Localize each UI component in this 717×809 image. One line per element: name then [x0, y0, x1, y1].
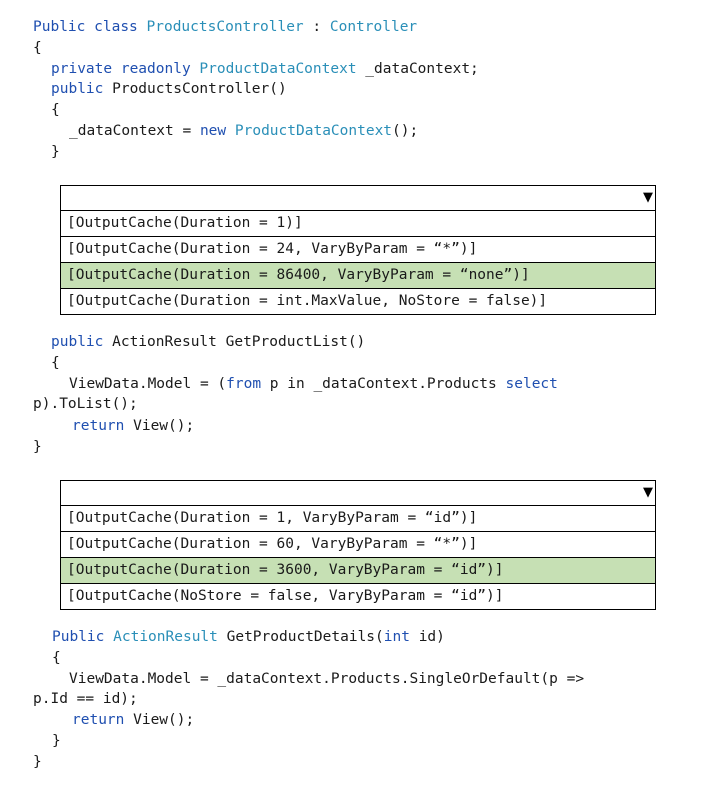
- code-line-return: return View();: [72, 416, 194, 436]
- keyword: int: [383, 629, 410, 645]
- attribute-dropdown-1[interactable]: ▼ [OutputCache(Duration = 1)] [OutputCac…: [60, 185, 656, 315]
- code-line-brace: }: [33, 439, 42, 455]
- code-text: id): [409, 629, 445, 645]
- code-line-field-decl: private readonly ProductDataContext _dat…: [51, 59, 479, 79]
- type-name: ActionResult: [113, 629, 218, 645]
- code-line-return: return View();: [72, 710, 194, 730]
- keyword: new: [199, 123, 227, 139]
- code-line-brace: {: [51, 355, 60, 371]
- code-line-linq: ViewData.Model = (from p in _dataContext…: [69, 374, 558, 394]
- code-line-brace: {: [51, 102, 60, 118]
- code-text: ProductsController(): [103, 81, 287, 97]
- dropdown-arrow-icon[interactable]: ▼: [643, 485, 653, 500]
- code-line-method-decl: Public ActionResult GetProductDetails(in…: [52, 627, 445, 647]
- code-text: ActionResult GetProductList(): [103, 334, 366, 350]
- dropdown-option[interactable]: [OutputCache(Duration = 24, VaryByParam …: [61, 237, 655, 263]
- dropdown-selected-box[interactable]: ▼: [61, 481, 655, 506]
- code-text: _dataContext;: [356, 61, 479, 77]
- code-line-brace: }: [33, 754, 42, 770]
- dropdown-option[interactable]: [OutputCache(NoStore = false, VaryByPara…: [67, 588, 504, 604]
- keyword: readonly: [120, 61, 191, 77]
- dropdown-option[interactable]: [OutputCache(Duration = 1)]: [61, 211, 655, 237]
- keyword: class: [94, 19, 138, 35]
- code-text: GetProductDetails(: [217, 629, 384, 645]
- code-line-assignment: _dataContext = new ProductDataContext();: [69, 121, 418, 141]
- keyword: public: [51, 334, 104, 350]
- dropdown-option[interactable]: [OutputCache(Duration = 1, VaryByParam =…: [61, 506, 655, 532]
- attribute-dropdown-2[interactable]: ▼ [OutputCache(Duration = 1, VaryByParam…: [60, 480, 656, 610]
- type-name: Controller: [329, 19, 418, 35]
- code-line-query-cont: p.Id == id);: [33, 691, 138, 707]
- code-line-method-decl: public ActionResult GetProductList(): [51, 332, 365, 352]
- keyword: Public: [33, 19, 86, 35]
- code-text: View();: [124, 712, 195, 728]
- code-line-brace: {: [33, 40, 42, 56]
- code-text: p in _dataContext.Products: [261, 376, 506, 392]
- code-line-brace: }: [52, 733, 61, 749]
- dropdown-option-highlighted[interactable]: [OutputCache(Duration = 3600, VaryByPara…: [61, 558, 655, 584]
- code-text: :: [303, 19, 330, 35]
- dropdown-option[interactable]: [OutputCache(Duration = 60, VaryByParam …: [61, 532, 655, 558]
- dropdown-option[interactable]: [OutputCache(Duration = int.MaxValue, No…: [67, 293, 548, 309]
- type-name: ProductsController: [146, 19, 304, 35]
- type-name: ProductDataContext: [234, 123, 393, 139]
- dropdown-option-highlighted[interactable]: [OutputCache(Duration = 86400, VaryByPar…: [61, 263, 655, 289]
- keyword: Public: [52, 629, 105, 645]
- dropdown-arrow-icon[interactable]: ▼: [643, 190, 653, 205]
- code-line-class-decl: Public class ProductsController : Contro…: [33, 17, 417, 37]
- code-text: ();: [392, 123, 419, 139]
- keyword: private: [51, 61, 113, 77]
- keyword: from: [226, 376, 262, 392]
- code-line-brace: }: [51, 144, 60, 160]
- code-line-brace: {: [52, 650, 61, 666]
- code-line-query: ViewData.Model = _dataContext.Products.S…: [69, 671, 585, 687]
- code-text: _dataContext =: [69, 123, 200, 139]
- keyword: return: [72, 712, 125, 728]
- code-line-constructor: public ProductsController(): [51, 79, 287, 99]
- code-text: View();: [124, 418, 195, 434]
- code-line-linq-cont: p).ToList();: [33, 396, 138, 412]
- keyword: select: [505, 376, 558, 392]
- type-name: ProductDataContext: [199, 61, 357, 77]
- keyword: return: [72, 418, 125, 434]
- dropdown-selected-box[interactable]: ▼: [61, 186, 655, 211]
- code-text: ViewData.Model = (: [69, 376, 227, 392]
- keyword: public: [51, 81, 104, 97]
